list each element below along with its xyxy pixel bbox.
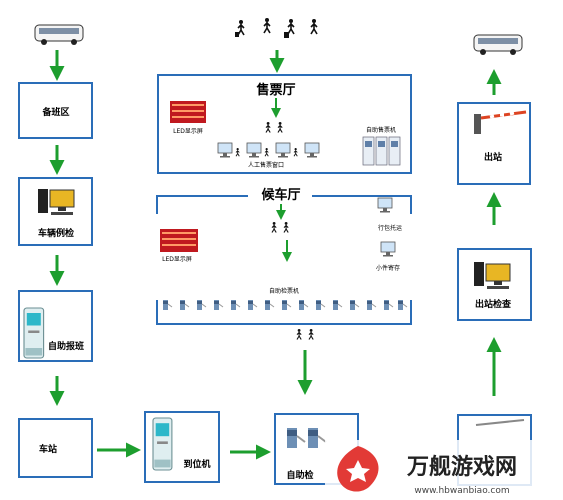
ticket-hall-box — [157, 74, 412, 174]
passengers-icon — [235, 17, 318, 38]
vehicle-check-label: 车辆例检 — [38, 227, 74, 239]
gate-label: 自助检票机 — [269, 287, 299, 295]
ready-area-box — [18, 82, 93, 139]
watermark-brand: 万舰游戏网 — [406, 454, 517, 480]
kiosk-icon — [152, 417, 173, 471]
bus-icon-top-left — [34, 24, 84, 45]
self-check-label: 自助检 — [286, 469, 313, 481]
ready-area-label: 备班区 — [41, 106, 69, 118]
waiting-hall-title: 候车厅 — [261, 187, 300, 203]
kiosk-icon — [23, 307, 45, 359]
station-label: 车站 — [39, 443, 57, 455]
passengers-icon — [296, 328, 314, 341]
passengers-icon — [265, 121, 283, 134]
led-display-icon — [170, 101, 206, 123]
passengers-icon — [271, 221, 289, 234]
gate-row-border — [156, 300, 412, 325]
waiting-led-label: LED显示屏 — [162, 256, 192, 263]
bus-icon-partial — [475, 419, 525, 426]
led-display-icon — [160, 229, 198, 252]
luggage-label: 行包托运 — [378, 224, 402, 232]
barrier-gate-icon — [474, 110, 527, 134]
gate-icon — [286, 427, 306, 449]
self-ticket-label: 自助售票机 — [366, 126, 396, 134]
exit-check-box — [457, 248, 532, 321]
ticket-led-label: LED显示屏 — [173, 128, 203, 135]
watermark-url: www.hbwanbiao.com — [414, 486, 509, 496]
luggage-computer-icon — [377, 197, 393, 213]
computer-icon — [38, 189, 75, 215]
ticket-hall-title: 售票厅 — [256, 82, 295, 98]
computer-icon — [474, 262, 511, 289]
watermark: 万舰游戏网 www.hbwanbiao.com — [325, 440, 563, 500]
manual-window-icon — [217, 142, 320, 158]
ticket-machine-icon — [362, 136, 401, 166]
self-report-label: 自助报班 — [48, 340, 84, 352]
self-report-box — [18, 290, 93, 362]
small-storage-label: 小件寄存 — [376, 264, 400, 272]
gate-icon — [307, 427, 327, 449]
arrival-label: 到位机 — [183, 458, 210, 470]
gate-row-icon — [162, 299, 408, 311]
arrival-box — [144, 411, 220, 483]
manual-window-label: 人工售票窗口 — [248, 161, 284, 169]
exit-box — [457, 102, 531, 185]
station-box — [18, 418, 93, 478]
exit-label: 出站 — [484, 151, 502, 163]
exit-check-label: 出站检查 — [475, 298, 512, 310]
vehicle-check-box — [18, 177, 93, 246]
bus-icon-top-right — [473, 34, 523, 55]
storage-computer-icon — [380, 241, 396, 257]
